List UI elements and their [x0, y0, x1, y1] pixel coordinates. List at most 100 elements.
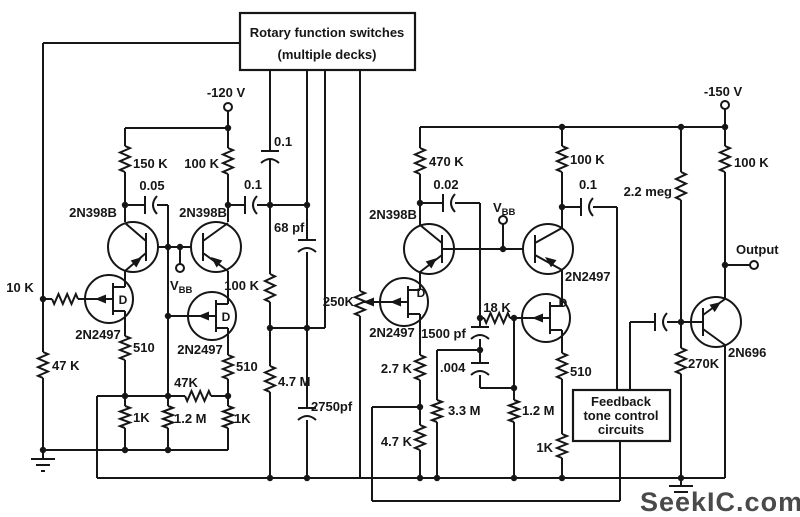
resistor-18k — [483, 310, 511, 326]
label-r510-c: 510 — [570, 364, 592, 379]
capacitor-2750pf — [297, 407, 317, 421]
label-r1k-c: 1K — [536, 440, 553, 455]
capacitors — [144, 150, 668, 421]
label-r250k: 250K — [323, 294, 355, 309]
label-c0.02: 0.02 — [433, 177, 458, 192]
terminal-vbb-left — [175, 263, 185, 273]
label-vbb-right: VBB — [493, 200, 516, 218]
label-f4-drain: D — [559, 296, 568, 310]
feedback-box-line2: tone control — [583, 408, 658, 423]
npn-arrow — [709, 302, 721, 313]
transistor-q5-2n696 — [690, 296, 742, 348]
label-c2750pf: 2750pf — [311, 399, 353, 414]
transistor-q3-2n398b — [403, 223, 455, 275]
feedback-box-line1: Feedback — [591, 394, 652, 409]
label-r470k: 470 K — [429, 154, 464, 169]
label-r47k-rail: 47 K — [52, 358, 80, 373]
junction-dots — [39, 123, 729, 482]
label-c.004: .004 — [440, 360, 466, 375]
resistor-4.7k — [412, 424, 428, 451]
capacitor-.004 — [470, 362, 490, 376]
fet-f3-2n2497 — [379, 277, 429, 327]
rotary-function-switches-box — [238, 11, 417, 72]
resistor-510-b — [220, 354, 236, 380]
label-r4.7k: 4.7 K — [381, 434, 413, 449]
resistor-4.7m — [262, 365, 278, 393]
capacitor-68pf — [297, 239, 317, 253]
label-q5: 2N696 — [728, 345, 766, 360]
resistor-100k-mid — [262, 273, 278, 303]
label-r100k-mid: 100 K — [224, 278, 259, 293]
label-r1.2m-a: 1.2 M — [174, 411, 207, 426]
label-f3-drain: D — [417, 286, 426, 300]
vbb-v: V — [493, 200, 502, 215]
transistor-q1-2n398b — [107, 221, 159, 273]
label-c0.1-right: 0.1 — [579, 177, 597, 192]
gate-arrow — [198, 311, 209, 321]
resistor-47k-horizontal — [184, 388, 212, 404]
label-q1: 2N398B — [69, 205, 117, 220]
label-r1k-b: 1K — [234, 411, 251, 426]
vbb-sub: BB — [179, 285, 193, 296]
wires-left-rail-and-ground — [31, 42, 240, 472]
capacitor-0.02 — [442, 193, 456, 213]
label-f2-drain: D — [222, 310, 231, 324]
resistor-270k — [673, 347, 689, 375]
labels: Rotary function switches (multiple decks… — [6, 25, 779, 455]
resistor-100k-right2 — [717, 145, 733, 173]
resistor-1.2m-b — [506, 399, 522, 423]
resistor-100k-left — [220, 147, 236, 175]
gate-arrow — [390, 297, 401, 307]
resistor-47k-rail — [35, 351, 51, 379]
label-c0.1-vertical: 0.1 — [274, 134, 292, 149]
pnp-arrow — [545, 257, 557, 268]
label-r3.3m: 3.3 M — [448, 403, 481, 418]
label-f2: 2N2497 — [177, 342, 223, 357]
rotary-box-title-line1: Rotary function switches — [250, 25, 405, 40]
capacitor-0.1-left — [244, 195, 258, 215]
label-f3: 2N2497 — [369, 325, 415, 340]
terminal-output — [749, 260, 759, 270]
vbb-sub: BB — [502, 207, 516, 218]
label-q2: 2N398B — [179, 205, 227, 220]
label-r18k: 18 K — [483, 300, 511, 315]
label-r100k-left: 100 K — [184, 156, 219, 171]
resistor-100k-right1 — [554, 145, 570, 173]
terminal-minus-150v — [720, 100, 730, 110]
fet-f1-2n2497 — [84, 274, 134, 324]
resistor-1k-a — [117, 405, 133, 429]
resistor-3.3m — [429, 399, 445, 423]
resistor-510-c — [554, 352, 570, 380]
label-minus-150v: -150 V — [704, 84, 743, 99]
label-output: Output — [736, 242, 779, 257]
resistor-510-a — [117, 335, 133, 361]
potentiometer-wiper-arrow — [363, 297, 374, 307]
label-c1500pf: 1500 pf — [421, 326, 466, 341]
resistor-2.2meg — [673, 171, 689, 201]
label-r100k-right1: 100 K — [570, 152, 605, 167]
wires-rotary-columns — [228, 70, 361, 478]
pnp-arrow — [130, 257, 142, 268]
label-r510-a: 510 — [133, 340, 155, 355]
label-minus-120v: -120 V — [207, 85, 246, 100]
label-c68pf: 68 pf — [274, 220, 305, 235]
label-c0.05: 0.05 — [139, 178, 164, 193]
label-f1: 2N2497 — [75, 327, 121, 342]
label-r1.2m-b: 1.2 M — [522, 403, 555, 418]
capacitor-0.1-right — [580, 197, 594, 217]
label-r510-b: 510 — [236, 359, 258, 374]
label-r150k: 150 K — [133, 156, 168, 171]
resistor-10k — [51, 291, 79, 307]
capacitor-1500pf — [470, 326, 490, 340]
resistor-150k — [117, 145, 133, 173]
gate-arrow — [532, 313, 543, 323]
label-r4.7m: 4.7 M — [278, 374, 311, 389]
resistor-1k-b — [220, 405, 236, 429]
pnp-arrow — [211, 257, 223, 268]
label-r2.2meg: 2.2 meg — [624, 184, 672, 199]
resistor-2.7k — [412, 354, 428, 381]
fet-f4-2n2497 — [521, 293, 571, 343]
label-r10k: 10 K — [6, 280, 34, 295]
label-q4: 2N2497 — [565, 269, 611, 284]
label-vbb-left: VBB — [170, 278, 193, 296]
